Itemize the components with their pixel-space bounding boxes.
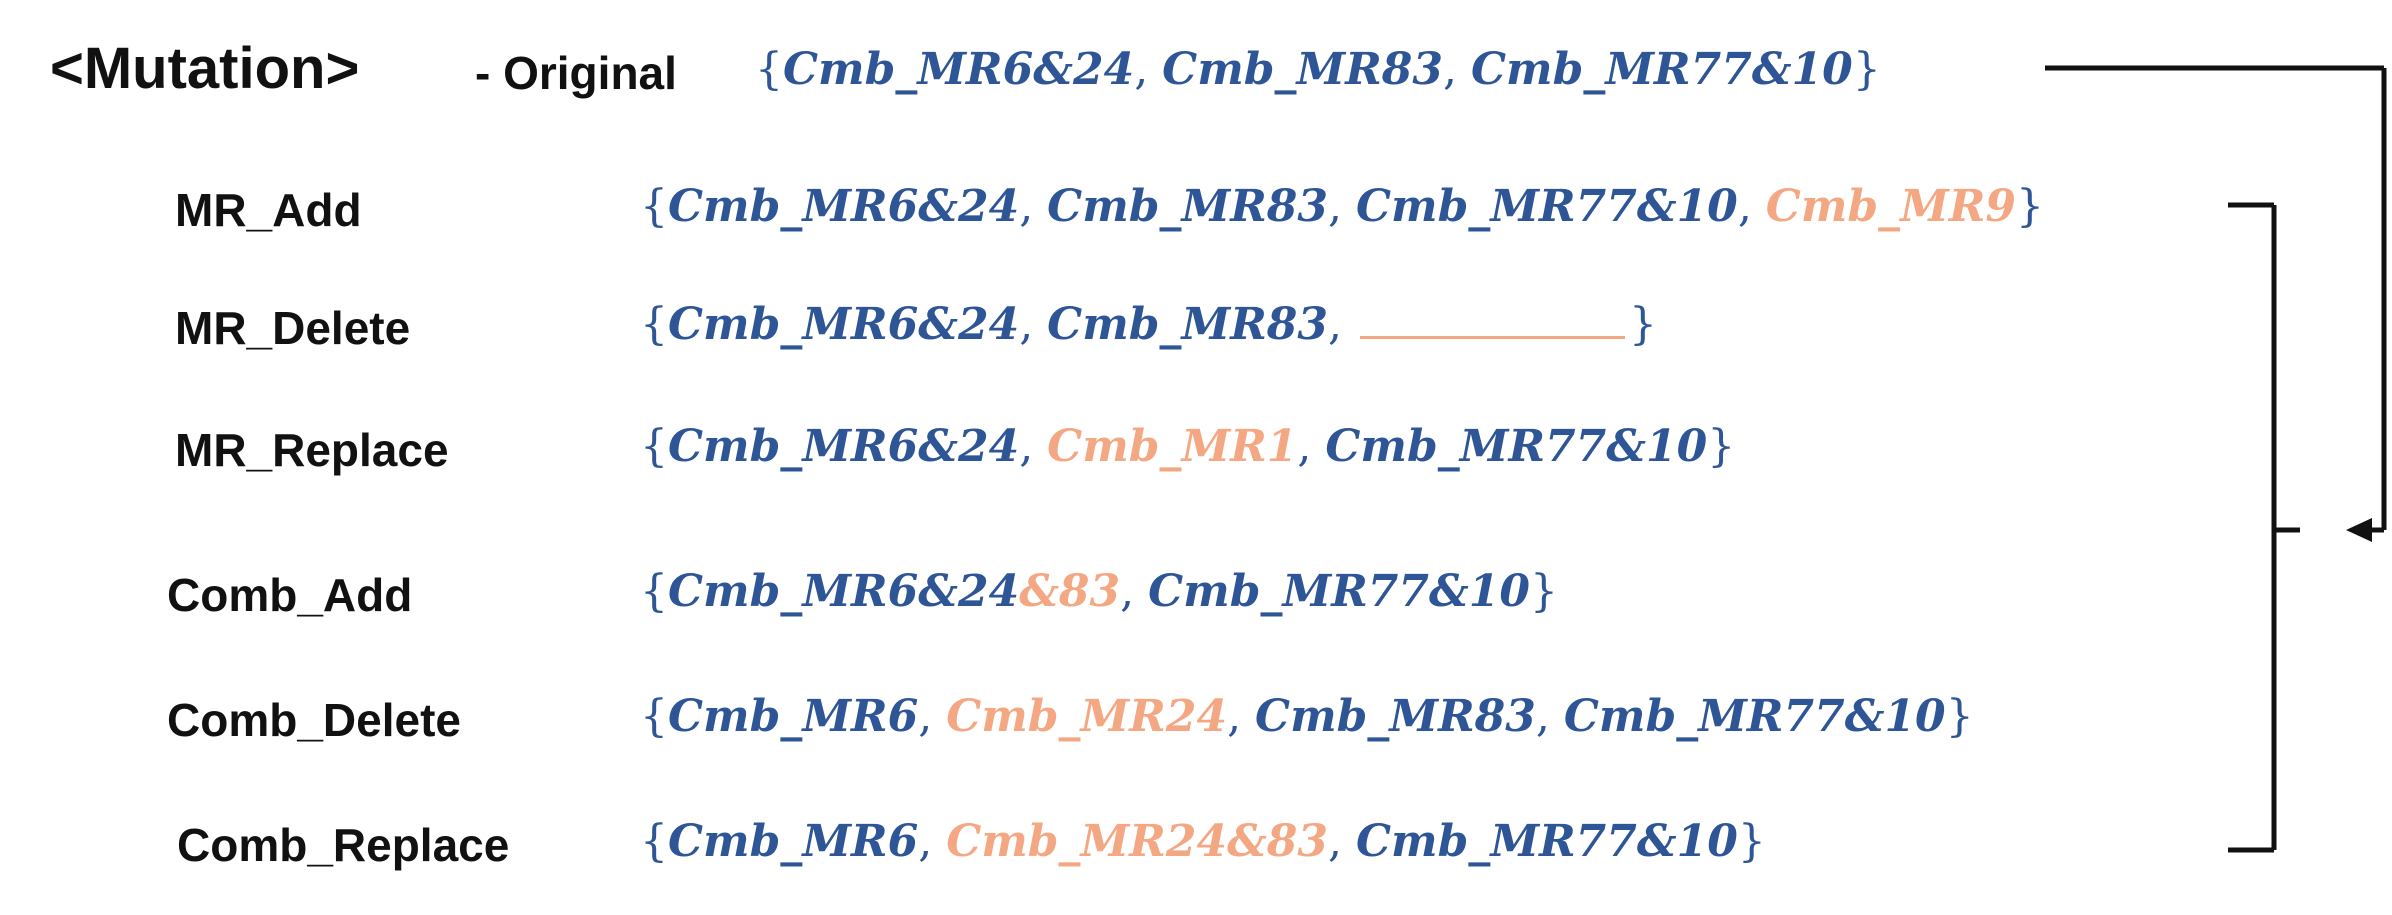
original-set: {Cmb_MR6&24, Cmb_MR83, Cmb_MR77&10} xyxy=(755,48,1881,92)
row-label-comb-replace: Comb_Replace xyxy=(177,819,510,871)
row-set-mr-replace: {Cmb_MR6&24, Cmb_MR1, Cmb_MR77&10} xyxy=(640,425,1735,469)
separator: , xyxy=(1328,299,1356,350)
rows.2.items-item: Cmb_MR1 xyxy=(1047,421,1298,472)
rows.0.items-item: Cmb_MR83 xyxy=(1047,181,1329,232)
open-brace: { xyxy=(640,421,668,472)
arrow-head xyxy=(2346,518,2372,542)
original-item: Cmb_MR77&10 xyxy=(1471,44,1853,95)
rows.0.items-item: Cmb_MR6&24 xyxy=(668,181,1020,232)
separator: , xyxy=(1019,299,1048,350)
rows.2.items-item: Cmb_MR6&24 xyxy=(668,421,1020,472)
rows.5.items-item: Cmb_MR6 xyxy=(668,816,919,867)
rows.5.items-item: Cmb_MR24&83 xyxy=(946,816,1329,867)
rows.2.items-item: Cmb_MR77&10 xyxy=(1325,421,1708,472)
open-brace: { xyxy=(640,181,668,232)
row-set-mr-add: {Cmb_MR6&24, Cmb_MR83, Cmb_MR77&10, Cmb_… xyxy=(640,185,2044,229)
original-item: Cmb_MR83 xyxy=(1162,44,1444,95)
rows.4.items-item: Cmb_MR6 xyxy=(668,691,919,742)
rows.3.items-item: &83 xyxy=(1019,566,1121,617)
separator: , xyxy=(1019,421,1048,472)
rows.0.items-item: Cmb_MR77&10 xyxy=(1356,181,1738,232)
open-brace: { xyxy=(640,299,668,350)
close-brace: } xyxy=(1707,421,1736,472)
rows.4.items-item: Cmb_MR77&10 xyxy=(1563,691,1946,742)
close-brace: } xyxy=(1629,299,1657,350)
row-set-comb-replace: {Cmb_MR6, Cmb_MR24&83, Cmb_MR77&10} xyxy=(640,820,1766,864)
separator: , xyxy=(1227,691,1256,742)
open-brace: { xyxy=(755,44,783,95)
separator: , xyxy=(918,816,947,867)
original-item: Cmb_MR6&24 xyxy=(783,44,1135,95)
row-label-comb-add: Comb_Add xyxy=(167,569,413,621)
row-label-mr-add: MR_Add xyxy=(175,184,362,236)
open-brace: { xyxy=(640,816,668,867)
rows.1.items-item: Cmb_MR6&24 xyxy=(668,299,1020,350)
separator: , xyxy=(1737,181,1766,232)
separator: , xyxy=(1328,816,1357,867)
rows.3.items-item: Cmb_MR6&24 xyxy=(668,566,1020,617)
rows.4.items-item: Cmb_MR24 xyxy=(946,691,1228,742)
row-label-mr-delete: MR_Delete xyxy=(175,302,411,354)
open-brace: { xyxy=(640,691,668,742)
rows.4.items-item: Cmb_MR83 xyxy=(1255,691,1536,742)
open-brace: { xyxy=(640,566,668,617)
separator: , xyxy=(1019,181,1048,232)
original-label: - Original xyxy=(475,47,677,99)
separator: , xyxy=(1535,691,1564,742)
rows.3.items-item: Cmb_MR77&10 xyxy=(1148,566,1530,617)
separator: , xyxy=(1134,44,1163,95)
close-brace: } xyxy=(2016,181,2045,232)
rows.1.items-item: Cmb_MR83 xyxy=(1047,299,1329,350)
row-label-comb-delete: Comb_Delete xyxy=(167,694,461,746)
rows.5.items-item: Cmb_MR77&10 xyxy=(1356,816,1738,867)
close-brace: } xyxy=(1852,44,1881,95)
close-brace: } xyxy=(1737,816,1766,867)
diagram-title: <Mutation> xyxy=(50,36,360,101)
separator: , xyxy=(1297,421,1326,472)
separator: , xyxy=(1120,566,1149,617)
close-brace: } xyxy=(1529,566,1558,617)
deleted-blank xyxy=(1360,336,1625,339)
row-set-mr-delete: {Cmb_MR6&24, Cmb_MR83, } xyxy=(640,303,1657,347)
separator: , xyxy=(1328,181,1356,232)
row-set-comb-add: {Cmb_MR6&24&83, Cmb_MR77&10} xyxy=(640,570,1558,614)
row-set-comb-delete: {Cmb_MR6, Cmb_MR24, Cmb_MR83, Cmb_MR77&1… xyxy=(640,695,1974,739)
row-label-mr-replace: MR_Replace xyxy=(175,424,449,476)
close-brace: } xyxy=(1945,691,1974,742)
separator: , xyxy=(1443,44,1471,95)
rows.0.items-item: Cmb_MR9 xyxy=(1765,181,2017,232)
separator: , xyxy=(918,691,947,742)
